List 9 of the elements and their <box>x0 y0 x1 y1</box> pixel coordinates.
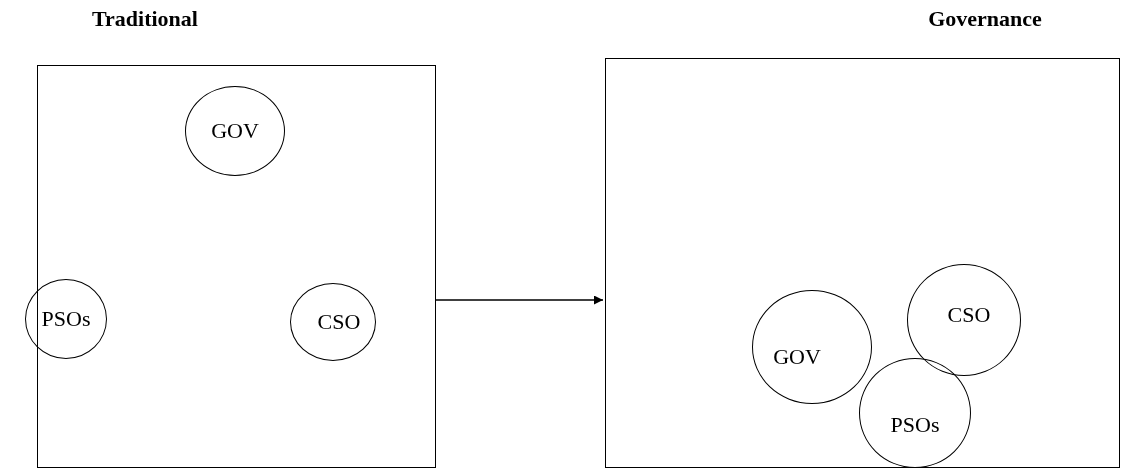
node-label: CSO <box>317 309 361 335</box>
panel-heading: Traditional <box>92 6 198 32</box>
node-label: GOV <box>211 118 259 144</box>
arrow <box>435 295 604 305</box>
node-label: PSOs <box>890 412 940 438</box>
node-label: PSOs <box>41 306 91 332</box>
node-label: GOV <box>773 344 821 370</box>
node-label: CSO <box>947 302 991 328</box>
panel-heading: Governance <box>928 6 1042 32</box>
